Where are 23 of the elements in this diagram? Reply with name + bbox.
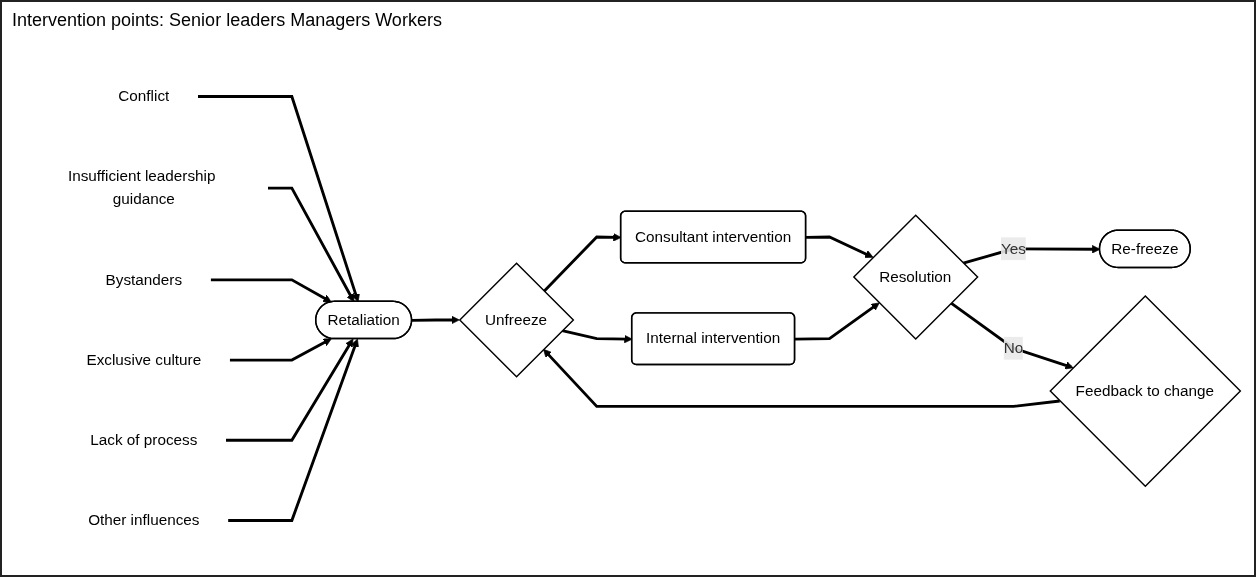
- node-diamond: Unfreeze: [458, 262, 575, 378]
- arrow: [225, 338, 354, 442]
- arrow: [228, 338, 359, 522]
- arrow: [950, 301, 1074, 370]
- arrow: [543, 348, 1060, 408]
- node-text: Exclusive culture: [86, 351, 202, 368]
- arrow: [267, 186, 355, 303]
- edge-label: No: [1003, 339, 1024, 356]
- node-text: Conflict: [118, 87, 170, 105]
- node-text: Insufficient leadership guidance: [67, 168, 216, 208]
- arrow: [197, 95, 360, 303]
- arrow: [210, 278, 332, 303]
- arrow: [795, 302, 880, 341]
- node-diamond: Feedback to change: [1049, 295, 1242, 488]
- edge-label: Yes: [1001, 240, 1026, 257]
- note-text: Intervention points: Senior leaders Managers Workers: [12, 10, 442, 31]
- node-diamond: Resolution: [852, 214, 979, 340]
- node-text: Bystanders: [105, 271, 183, 288]
- arrow: [412, 315, 460, 325]
- arrow: [806, 235, 874, 258]
- arrow: [229, 338, 332, 362]
- node-text: Other influences: [88, 511, 200, 529]
- node-text: Lack of process: [90, 431, 198, 448]
